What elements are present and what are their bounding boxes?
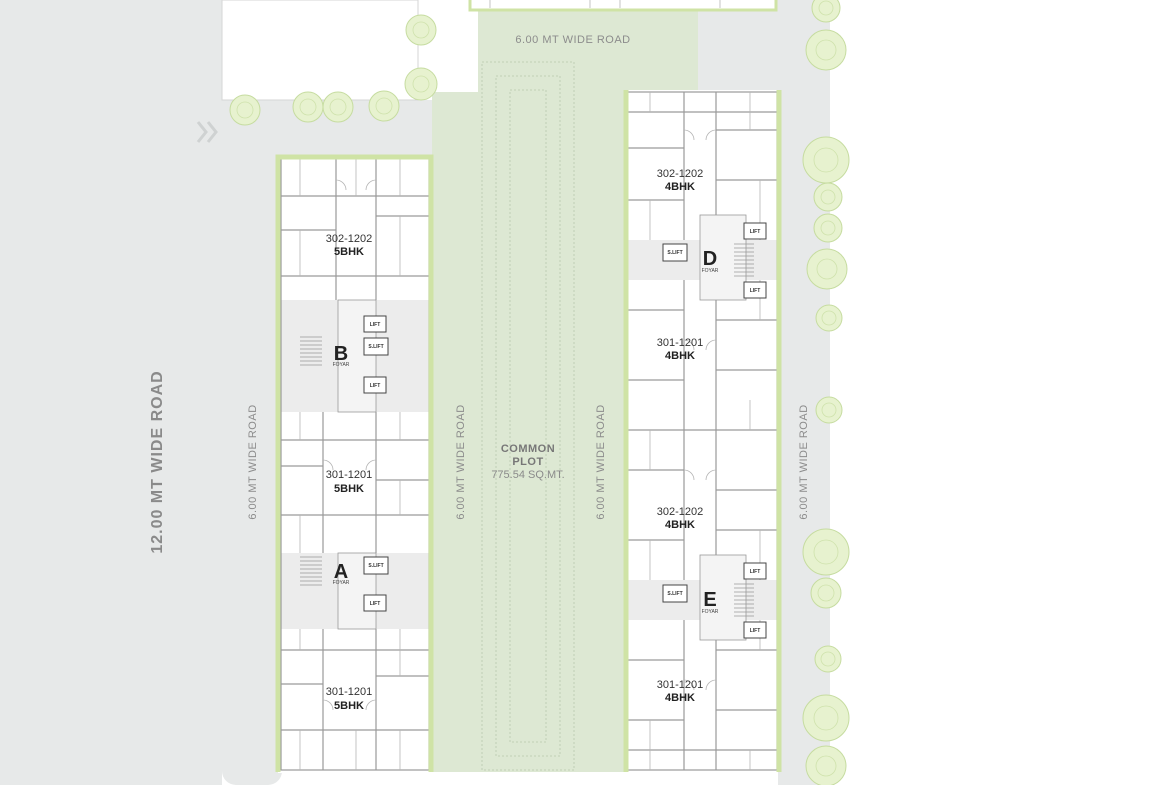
right-building: LIFT S.LIFT LIFT D FOYAR — [623, 90, 782, 772]
internal-road-left-vertical — [222, 100, 282, 785]
svg-text:S.LIFT: S.LIFT — [368, 344, 383, 350]
tree-icon — [810, 577, 842, 609]
service-lift-box: S.LIFT — [363, 337, 389, 356]
tree-icon — [368, 90, 400, 122]
tree-icon — [802, 136, 850, 184]
lift-box: LIFT — [363, 376, 387, 394]
trees — [229, 0, 850, 785]
tower-d-label: D — [703, 248, 717, 270]
lift-box: LIFT — [363, 594, 387, 612]
center-right-road-label: 6.00 MT WIDE ROAD — [595, 404, 607, 519]
tree-icon — [813, 182, 843, 212]
tower-e-foyer-label: FOYAR — [702, 609, 719, 615]
common-plot-outline-mid — [495, 75, 561, 757]
unit-number: 301-1201 — [326, 686, 373, 698]
svg-text:S.LIFT: S.LIFT — [667, 250, 682, 256]
unit-type: 4BHK — [665, 350, 695, 362]
green-spaces — [432, 0, 698, 772]
tower-a-core: S.LIFT LIFT A FOYAR — [300, 552, 389, 630]
unit-number: 302-1202 — [657, 168, 704, 180]
road-network — [0, 0, 830, 785]
tree-icon — [405, 14, 437, 46]
unit-type: 5BHK — [334, 700, 364, 712]
staircase — [300, 336, 322, 366]
tree-icon — [805, 29, 847, 71]
tree-icon — [229, 94, 261, 126]
service-lift-box: S.LIFT — [662, 584, 688, 603]
unit-number: 302-1202 — [657, 506, 704, 518]
tree-icon — [811, 0, 841, 23]
main-road — [0, 0, 222, 785]
unit-type: 4BHK — [665, 181, 695, 193]
tower-a-label: A — [334, 561, 348, 583]
top-building-fragment — [221, 0, 778, 101]
unit-number: 301-1201 — [657, 337, 704, 349]
tree-icon — [802, 694, 850, 742]
tower-d-foyer-label: FOYAR — [702, 268, 719, 274]
svg-text:S.LIFT: S.LIFT — [667, 591, 682, 597]
svg-text:LIFT: LIFT — [750, 229, 761, 235]
unit-type: 5BHK — [334, 483, 364, 495]
svg-text:LIFT: LIFT — [370, 383, 381, 389]
svg-text:LIFT: LIFT — [750, 628, 761, 634]
tower-b-foyer-label: FOYAR — [333, 362, 350, 368]
service-lift-box: S.LIFT — [662, 243, 688, 262]
tree-icon — [815, 304, 843, 332]
green-central-band — [432, 92, 626, 772]
tower-b-core: LIFT S.LIFT LIFT B FOYAR — [300, 299, 389, 413]
green-top-road-band — [478, 0, 698, 92]
road-top-strip — [696, 0, 778, 92]
tower-a-foyer-label: FOYAR — [333, 580, 350, 586]
svg-text:LIFT: LIFT — [370, 601, 381, 607]
common-plot-area: 775.54 SQ.MT. — [491, 469, 564, 481]
tower-e-core: LIFT S.LIFT LIFT E FOYAR — [662, 554, 767, 641]
staircase — [734, 243, 754, 277]
unit-number: 301-1201 — [657, 679, 704, 691]
svg-text:S.LIFT: S.LIFT — [368, 563, 383, 569]
main-road-label: 12.00 MT WIDE ROAD — [149, 370, 166, 553]
tree-icon — [404, 67, 438, 101]
service-lift-box: S.LIFT — [363, 556, 389, 575]
tree-icon — [805, 745, 847, 785]
tree-icon — [806, 248, 848, 290]
common-plot-title-line2: PLOT — [512, 456, 543, 468]
lift-box: LIFT — [743, 222, 767, 240]
lift-box: LIFT — [363, 315, 387, 333]
lift-box: LIFT — [743, 621, 767, 639]
lift-box: LIFT — [743, 562, 767, 580]
tree-icon — [322, 91, 354, 123]
svg-text:LIFT: LIFT — [370, 322, 381, 328]
lift-box: LIFT — [743, 281, 767, 299]
tree-icon — [815, 396, 843, 424]
tree-icon — [814, 645, 842, 673]
staircase — [300, 556, 322, 586]
tower-b-label: B — [334, 343, 348, 365]
tree-icon — [813, 213, 843, 243]
right-road-label: 6.00 MT WIDE ROAD — [798, 404, 810, 519]
center-left-road-label: 6.00 MT WIDE ROAD — [455, 404, 467, 519]
svg-text:LIFT: LIFT — [750, 288, 761, 294]
unit-number: 302-1202 — [326, 233, 373, 245]
common-plot-outline-outer — [481, 61, 575, 771]
unit-type: 5BHK — [334, 246, 364, 258]
left-road-label: 6.00 MT WIDE ROAD — [247, 404, 259, 519]
tower-d-core: LIFT S.LIFT LIFT D FOYAR — [662, 214, 767, 301]
staircase — [734, 583, 754, 617]
tree-icon — [292, 91, 324, 123]
unit-type: 4BHK — [665, 692, 695, 704]
tower-e-label: E — [703, 589, 716, 611]
common-plot-title-line1: COMMON — [501, 443, 555, 455]
svg-text:LIFT: LIFT — [750, 569, 761, 575]
top-road-label: 6.00 MT WIDE ROAD — [515, 34, 630, 46]
tree-icon — [802, 528, 850, 576]
left-building: LIFT S.LIFT LIFT B FOYAR — [275, 154, 434, 773]
unit-type: 4BHK — [665, 519, 695, 531]
unit-number: 301-1201 — [326, 469, 373, 481]
entry-arrow-icon — [196, 121, 218, 143]
common-plot-outline-inner — [509, 89, 547, 743]
